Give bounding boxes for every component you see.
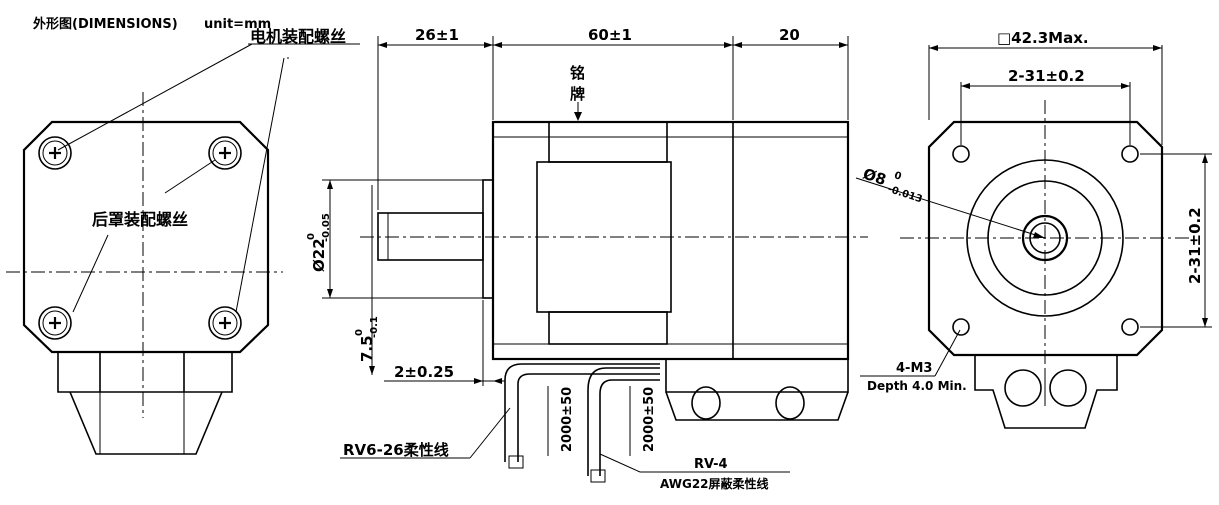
cable-b-type: RV-4 bbox=[694, 457, 728, 472]
mount-depth-label: Depth 4.0 Min. bbox=[867, 379, 967, 393]
dim-shaft-dia-lower: -0.013 bbox=[886, 184, 923, 206]
screw-bottom-right bbox=[208, 306, 242, 340]
cover-screws-label: 后罩装配螺丝 bbox=[92, 210, 188, 229]
dim-pilot-dia-upper: 0 bbox=[306, 233, 317, 240]
screw-top-right bbox=[208, 136, 242, 170]
motor-body bbox=[491, 120, 850, 361]
mount-holes-label: 4-M3 bbox=[896, 361, 932, 376]
pilot-height-dim bbox=[369, 185, 375, 375]
cable-length-dims bbox=[547, 386, 631, 456]
screw-bottom-left bbox=[38, 306, 72, 340]
dim-hole-pitch-v: 2-31±0.2 bbox=[1186, 207, 1204, 284]
mount-hole-tr bbox=[1121, 145, 1139, 163]
unit-label: unit=mm bbox=[204, 17, 271, 32]
dim-pilot-height-lower: -0.1 bbox=[369, 316, 380, 338]
front-connector bbox=[974, 355, 1118, 429]
dim-cable-len-a: 2000±50 bbox=[560, 387, 575, 452]
dim-pilot-height: 7.5 bbox=[358, 335, 376, 362]
dim-shaft-dia-upper: 0 bbox=[893, 170, 903, 183]
dim-body-length: 60±1 bbox=[588, 26, 632, 44]
dim-flange-size: □42.3Max. bbox=[997, 29, 1089, 47]
side-connector bbox=[665, 359, 849, 393]
nameplate-top bbox=[548, 121, 668, 163]
front-dimensions bbox=[855, 45, 1212, 377]
dim-pilot-height-upper: 0 bbox=[354, 329, 365, 336]
screw-top-left bbox=[38, 136, 72, 170]
dim-rear-length: 20 bbox=[779, 26, 800, 44]
cable-b-spec: AWG22屏蔽柔性线 bbox=[660, 476, 769, 491]
mount-hole-bl bbox=[952, 318, 970, 336]
top-dimensions bbox=[377, 36, 849, 210]
mount-hole-tl bbox=[952, 145, 970, 163]
dim-hole-pitch-h: 2-31±0.2 bbox=[1008, 67, 1085, 85]
nameplate-label-2: 牌 bbox=[570, 85, 585, 103]
dim-cable-len-b: 2000±50 bbox=[642, 387, 657, 452]
rear-view bbox=[6, 92, 283, 455]
rear-callout-leaders bbox=[57, 43, 360, 313]
pilot-boss bbox=[482, 179, 494, 299]
motor-screws-label: 电机装配螺丝 bbox=[250, 27, 346, 46]
nameplate-label-1: 铭 bbox=[570, 64, 585, 82]
dim-shaft-dia: Ø8 bbox=[861, 165, 889, 189]
rear-connector-taper bbox=[69, 391, 223, 455]
dim-pilot-dia-lower: -0.05 bbox=[321, 213, 332, 242]
mount-hole-br bbox=[1121, 318, 1139, 336]
side-view bbox=[360, 120, 868, 483]
flange-thickness-dim bbox=[384, 300, 505, 386]
rear-connector-block bbox=[57, 352, 233, 393]
drawing-title: 外形图(DIMENSIONS) bbox=[32, 16, 178, 32]
front-outline bbox=[927, 120, 1164, 357]
dim-flange-thickness: 2±0.25 bbox=[394, 363, 454, 381]
pilot-dia-dim bbox=[322, 179, 483, 299]
cable-a-label: RV6-26柔性线 bbox=[343, 441, 449, 459]
dim-shaft-length: 26±1 bbox=[415, 26, 459, 44]
dim-pilot-dia: Ø22 bbox=[310, 238, 328, 272]
front-view bbox=[900, 100, 1190, 429]
rear-outline bbox=[22, 120, 270, 354]
